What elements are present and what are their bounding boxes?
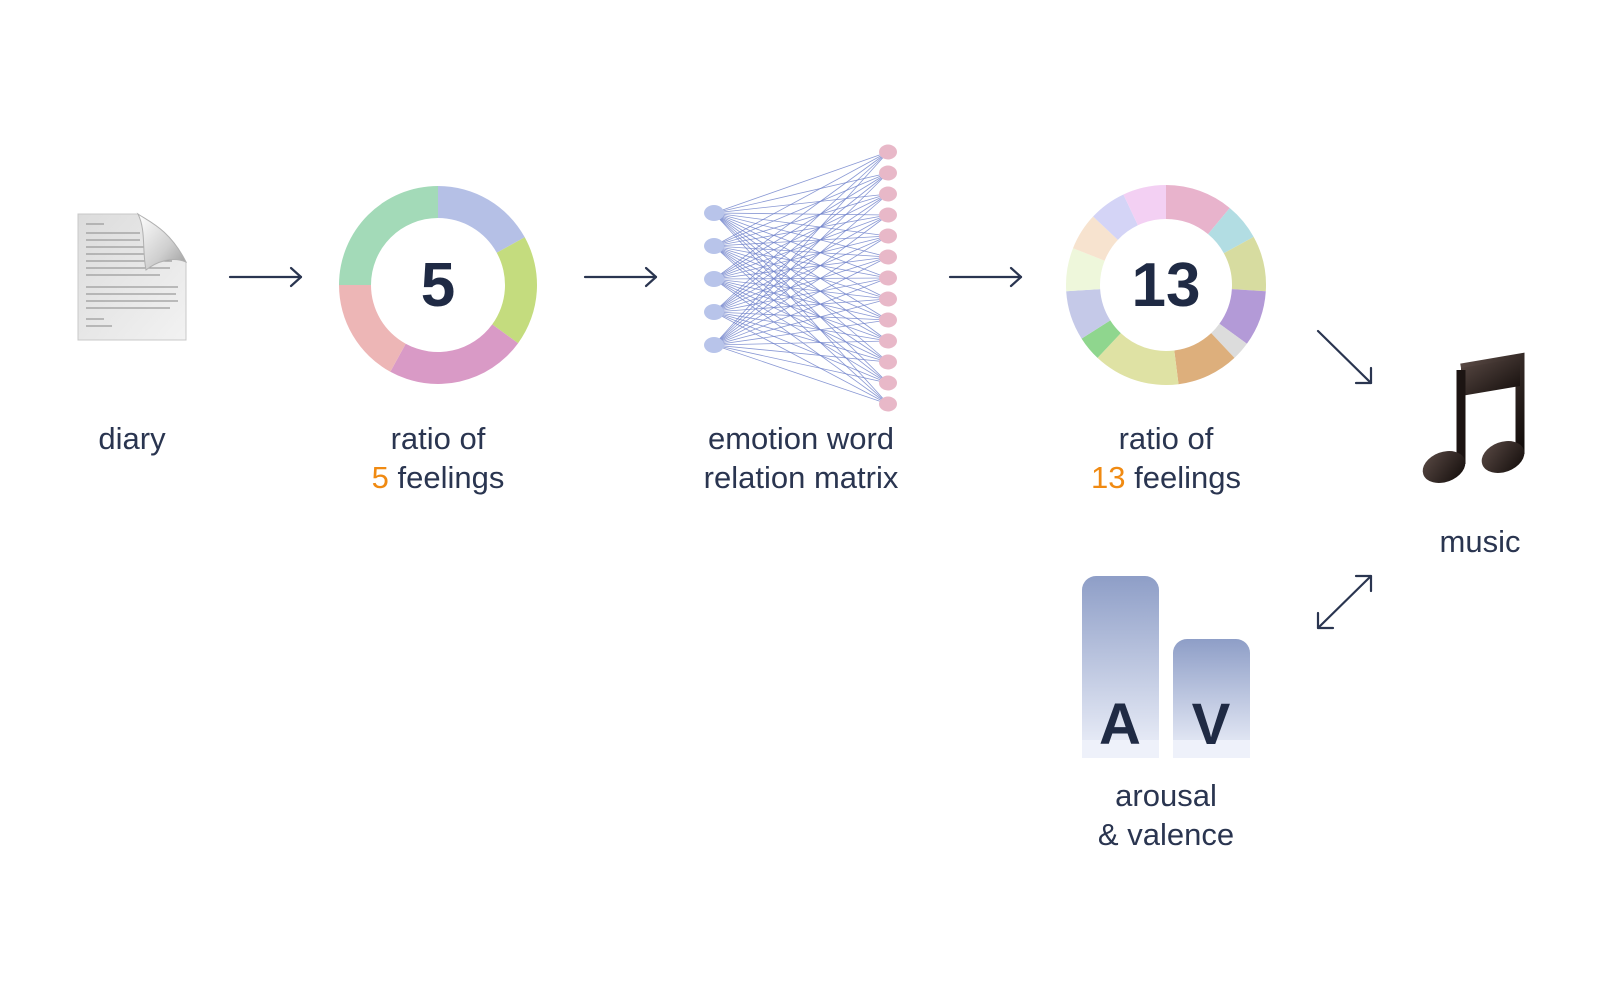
matrix-label: emotion word relation matrix <box>703 421 899 495</box>
output-node-3 <box>879 186 897 202</box>
donut-5-feelings <box>339 186 537 384</box>
input-node-3 <box>704 271 724 287</box>
donut13-segment-9 <box>1066 289 1111 339</box>
music-note-icon <box>1422 352 1525 483</box>
donut13-segment-3 <box>1223 236 1266 292</box>
arrow-ratio13-to-music <box>1316 329 1373 385</box>
donut13-center-number: 13 <box>1132 251 1201 320</box>
ratio5-label: ratio of 5 feelings <box>371 421 505 495</box>
output-node-10 <box>879 333 897 349</box>
output-node-7 <box>879 270 897 286</box>
output-node-12 <box>879 375 897 391</box>
output-node-2 <box>879 165 897 181</box>
output-node-8 <box>879 291 897 307</box>
donut13-segment-5 <box>1211 323 1247 358</box>
input-node-5 <box>704 337 724 353</box>
valence-letter: V <box>1192 692 1231 757</box>
donut13-segment-13 <box>1123 185 1166 226</box>
donut13-segment-4 <box>1219 289 1266 344</box>
output-node-1 <box>879 144 897 160</box>
arrow-diary-to-ratio5 <box>228 266 303 288</box>
output-node-6 <box>879 249 897 265</box>
valence-bar <box>1173 639 1250 758</box>
donut5-segment-3 <box>390 324 519 384</box>
donut13-segment-7 <box>1097 333 1179 385</box>
document-icon <box>77 212 188 341</box>
network-edges <box>713 151 889 405</box>
arrow-music-av-bidirectional <box>1316 574 1373 630</box>
music-label: music <box>1439 524 1521 559</box>
output-node-11 <box>879 354 897 370</box>
donut5-segment-4 <box>339 285 406 372</box>
diary-label: diary <box>98 421 166 456</box>
ratio5-count: 5 <box>371 460 389 495</box>
donut13-segment-2 <box>1208 207 1254 254</box>
input-node-2 <box>704 238 724 254</box>
arrow-matrix-to-ratio13 <box>948 266 1023 288</box>
donut13-segment-8 <box>1081 320 1121 358</box>
input-node-4 <box>704 304 724 320</box>
donut13-segment-12 <box>1093 194 1138 240</box>
arousal-bar <box>1082 576 1159 758</box>
donut13-segment-6 <box>1174 333 1235 385</box>
emotion-relation-network <box>704 144 897 412</box>
arousal-valence-bars: A V <box>1082 576 1250 758</box>
donut5-segment-5 <box>339 186 438 285</box>
output-node-5 <box>879 228 897 244</box>
ratio13-label: ratio of 13 feelings <box>1091 421 1241 495</box>
ratio13-count: 13 <box>1091 460 1126 495</box>
arrow-ratio5-to-matrix <box>583 266 658 288</box>
donut13-segment-1 <box>1166 185 1230 235</box>
donut5-segment-1 <box>438 186 525 253</box>
output-node-4 <box>879 207 897 223</box>
donut5-segment-2 <box>492 237 537 344</box>
output-node-13 <box>879 396 897 412</box>
av-label: arousal & valence <box>1097 778 1235 852</box>
donut5-center-number: 5 <box>421 251 455 320</box>
input-node-1 <box>704 205 724 221</box>
donut-13-feelings <box>1066 185 1266 385</box>
arousal-letter: A <box>1099 692 1141 757</box>
donut13-segment-10 <box>1066 248 1105 292</box>
donut13-segment-11 <box>1073 216 1118 261</box>
output-node-9 <box>879 312 897 328</box>
